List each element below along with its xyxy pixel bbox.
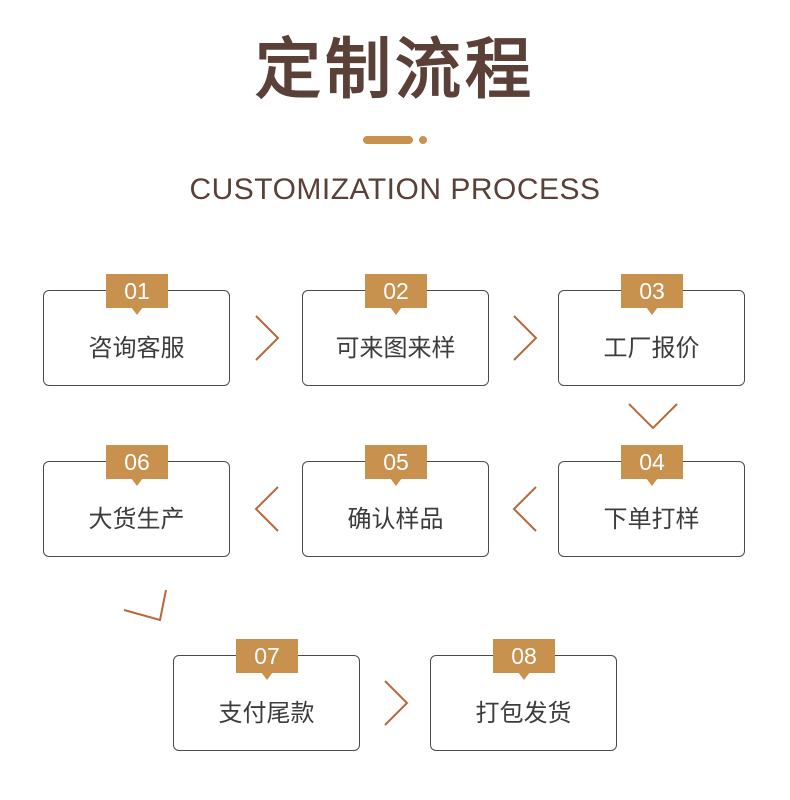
arrow-right-icon <box>255 315 280 361</box>
arrow-left-icon <box>254 486 279 532</box>
step-label: 大货生产 <box>88 505 185 533</box>
step-box-06: 06 大货生产 <box>43 445 230 557</box>
step-box-01: 01 咨询客服 <box>43 274 230 386</box>
arrow-down-icon <box>628 403 678 430</box>
step-box-05: 05 确认样品 <box>302 445 489 557</box>
step-number-badge: 06 <box>106 445 168 486</box>
step-box-07: 07 支付尾款 <box>173 639 360 751</box>
step-label: 可来图来样 <box>335 334 456 362</box>
title-divider-bar <box>363 136 413 144</box>
step-box-04: 04 下单打样 <box>558 445 745 557</box>
step-number-badge: 02 <box>365 274 427 315</box>
title-divider-dot <box>419 136 427 144</box>
arrow-down-right-icon <box>123 589 167 622</box>
step-number-badge: 01 <box>106 274 168 315</box>
page-subtitle: CUSTOMIZATION PROCESS <box>189 173 601 206</box>
step-label: 工厂报价 <box>603 334 700 362</box>
step-number-badge: 04 <box>621 445 683 486</box>
step-label: 下单打样 <box>603 505 700 533</box>
step-number-badge: 03 <box>621 274 683 315</box>
step-number-badge: 07 <box>236 639 298 680</box>
step-label: 确认样品 <box>347 505 444 533</box>
step-box-03: 03 工厂报价 <box>558 274 745 386</box>
step-label: 支付尾款 <box>218 699 315 727</box>
step-number-badge: 08 <box>493 639 555 680</box>
page-title: 定制流程 <box>255 31 535 108</box>
step-box-08: 08 打包发货 <box>430 639 617 751</box>
arrow-right-icon <box>513 315 538 361</box>
arrow-left-icon <box>512 486 537 532</box>
step-number-badge: 05 <box>365 445 427 486</box>
step-label: 咨询客服 <box>88 334 185 362</box>
step-box-02: 02 可来图来样 <box>302 274 489 386</box>
arrow-right-icon <box>384 680 409 726</box>
step-label: 打包发货 <box>475 699 572 727</box>
